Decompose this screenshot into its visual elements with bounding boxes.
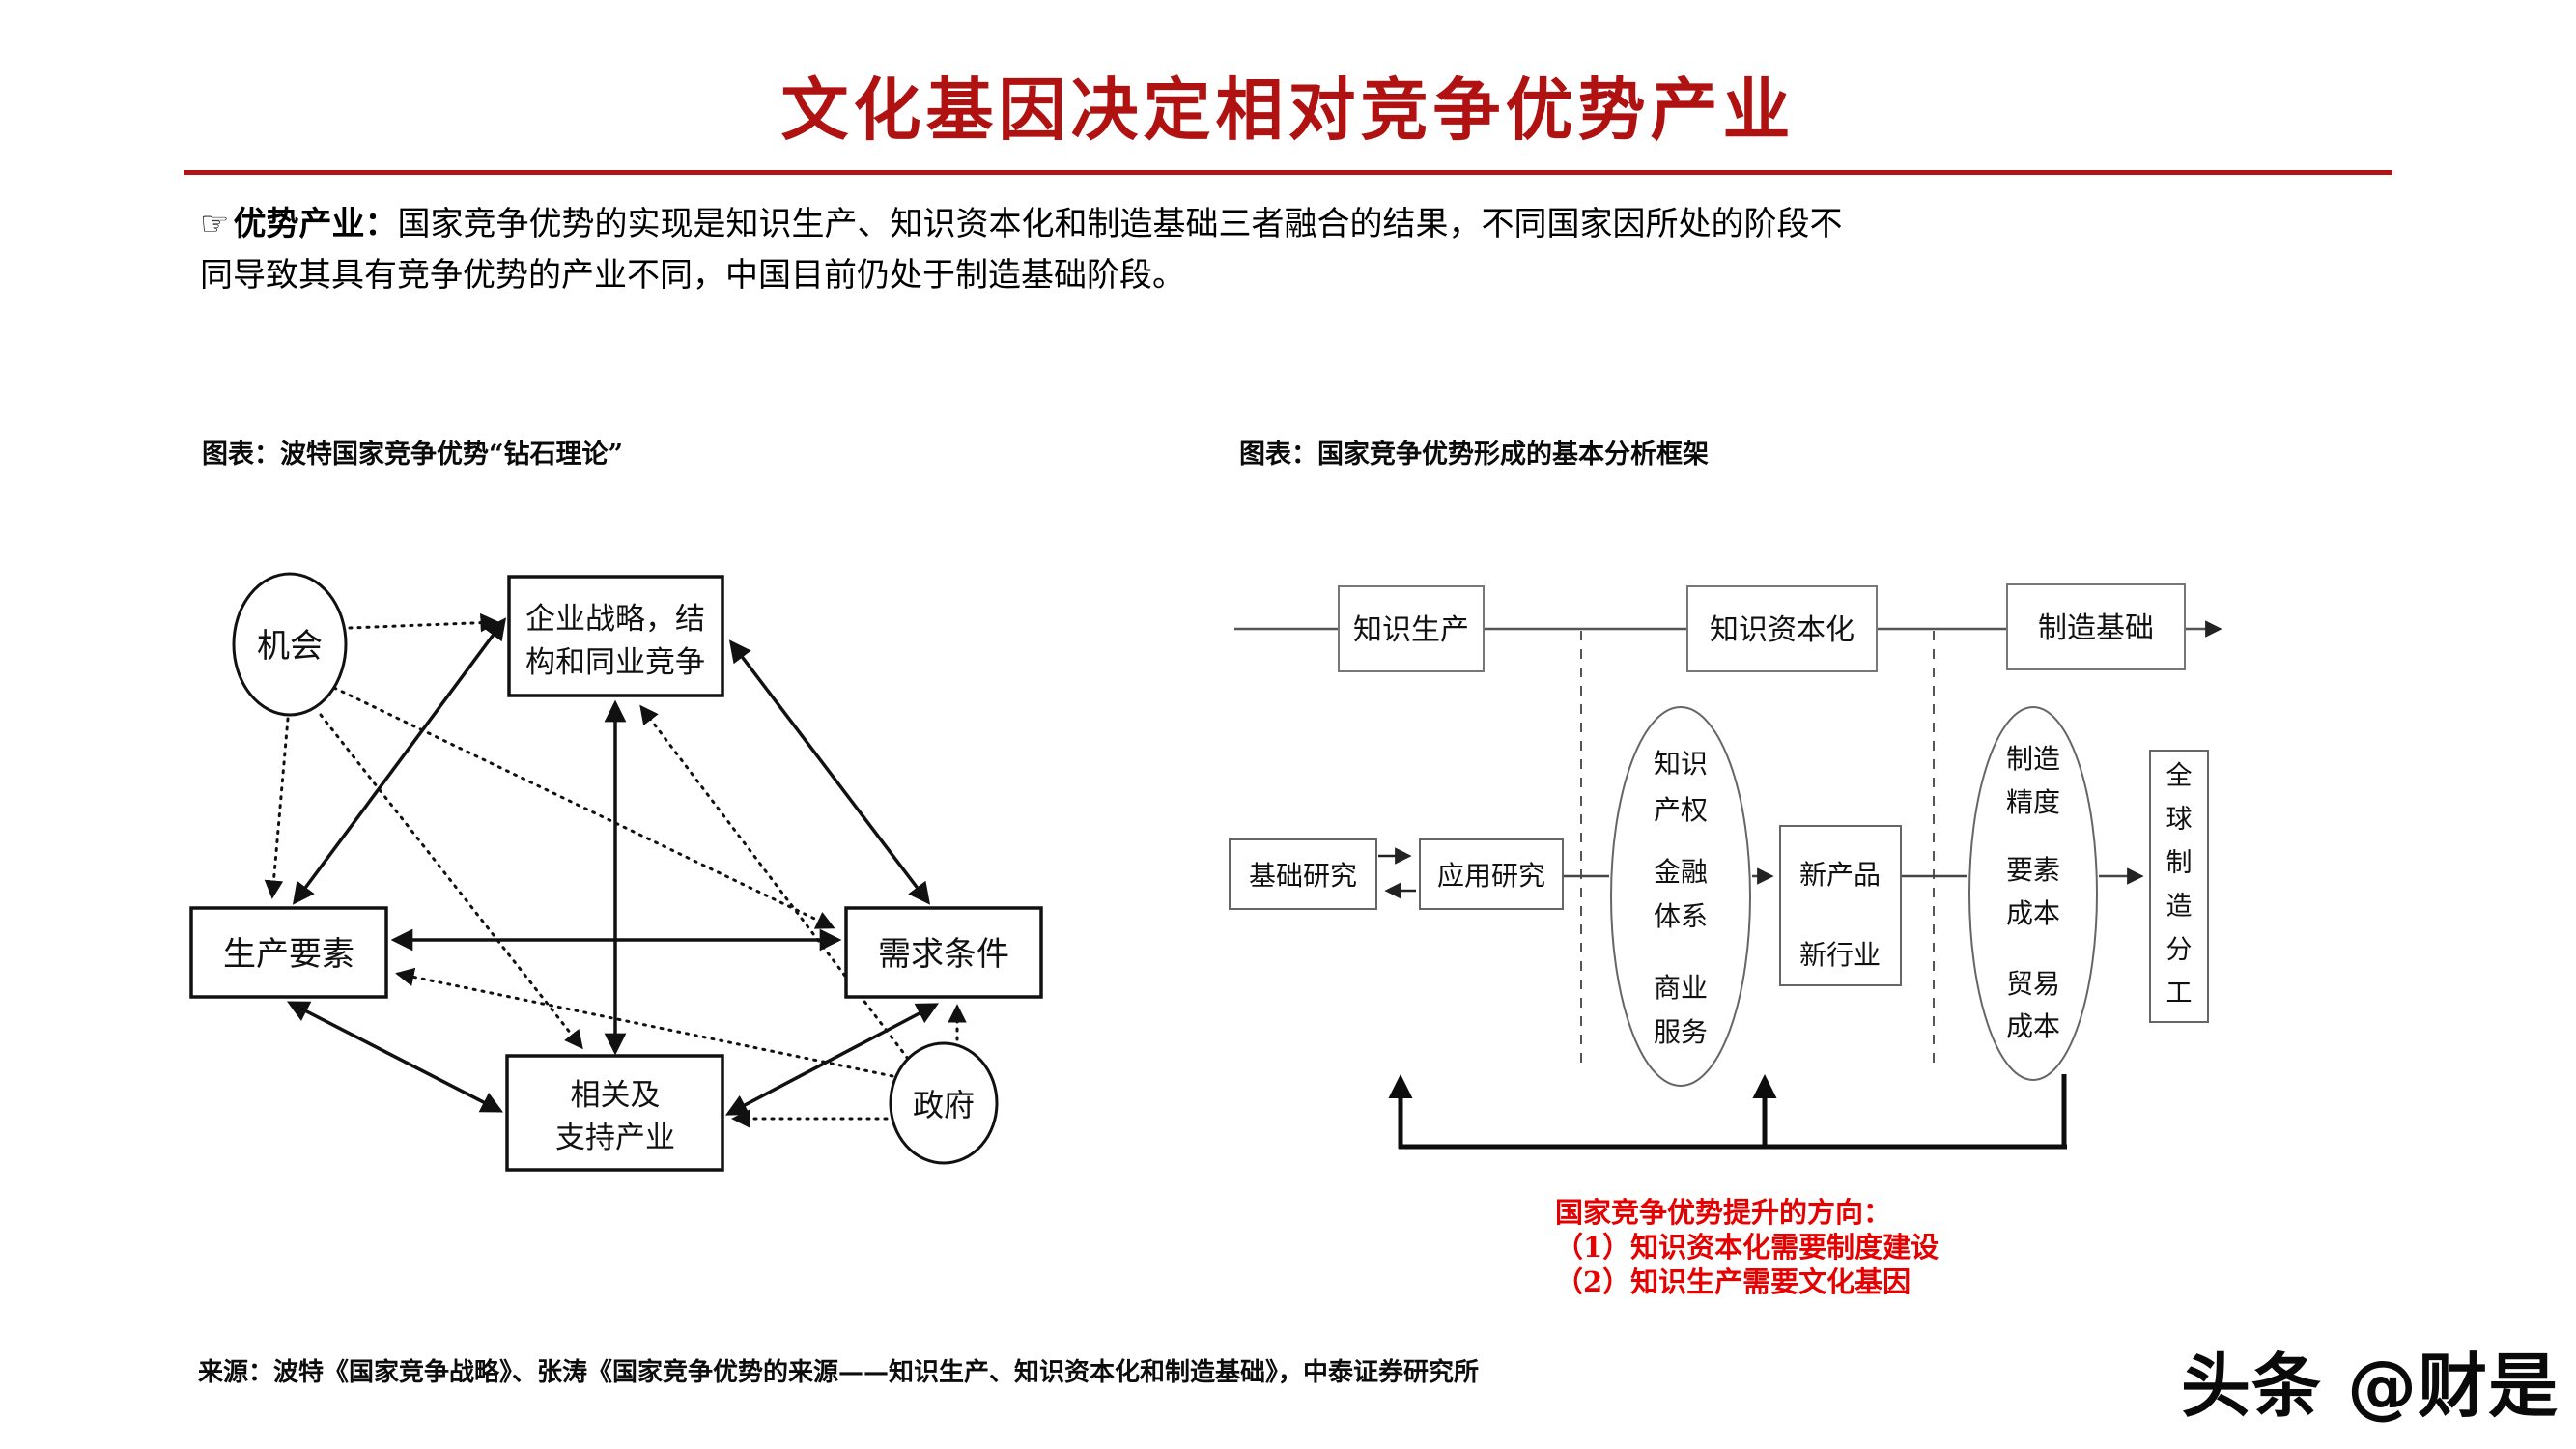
demand-conditions-node: 需求条件 <box>844 906 1043 999</box>
strategy-label-line2: 构和同业竞争 <box>525 645 705 680</box>
global-char5: 分 <box>2166 935 2193 965</box>
related-label-line2: 支持产业 <box>555 1121 675 1155</box>
strategy-label-line1: 企业战略，结 <box>525 602 705 637</box>
diamond-solid-arrows <box>286 617 940 1116</box>
intro-lead: 优势产业： <box>233 205 398 243</box>
e1-line1: 知识 <box>1654 748 1708 780</box>
basic-research-node: 基础研究 <box>1229 838 1377 910</box>
e1-line6: 服务 <box>1654 1016 1708 1048</box>
stage1-label: 知识生产 <box>1353 613 1469 647</box>
e2-line2: 精度 <box>2006 786 2060 818</box>
capitalization-ellipse-node: 知识 产权 金融 体系 商业 服务 <box>1610 706 1751 1087</box>
applied-research-label: 应用研究 <box>1437 860 1545 892</box>
e1-line5: 商业 <box>1654 972 1708 1004</box>
note-line-3: （2）知识生产需要文化基因 <box>1555 1265 1911 1298</box>
pointing-hand-icon: ☞ <box>200 205 230 243</box>
research-feedback-arrows <box>1378 847 1416 899</box>
demand-conditions-label: 需求条件 <box>878 935 1009 974</box>
e2-line6: 成本 <box>2006 1010 2060 1042</box>
page-title: 文化基因决定相对竞争优势产业 <box>780 70 1796 150</box>
note-line-1: 国家竞争优势提升的方向： <box>1555 1196 1892 1229</box>
new-industries-label: 新行业 <box>1799 939 1881 971</box>
basic-research-label: 基础研究 <box>1249 860 1357 892</box>
e2-line1: 制造 <box>2006 743 2060 775</box>
porter-diamond-diagram: 机会 企业战略，结 构和同业竞争 生产要素 需求条件 相关及 支持产业 政府 <box>189 572 1043 1172</box>
note-line-2: （1）知识资本化需要制度建设 <box>1555 1231 1939 1264</box>
stage-knowledge-capitalization: 知识资本化 <box>1686 585 1878 672</box>
stage-manufacturing-base: 制造基础 <box>2006 583 2186 670</box>
global-char1: 全 <box>2166 761 2193 791</box>
stage2-label: 知识资本化 <box>1710 613 1854 647</box>
global-char3: 制 <box>2166 848 2193 878</box>
e2-line5: 贸易 <box>2006 968 2060 1000</box>
intro-line-2: 同导致其具有竞争优势的产业不同，中国目前仍处于制造基础阶段。 <box>200 256 1185 295</box>
global-char4: 造 <box>2166 892 2193 922</box>
e2-line3: 要素 <box>2006 854 2060 886</box>
related-industries-node: 相关及 支持产业 <box>505 1054 724 1172</box>
new-products-label: 新产品 <box>1799 859 1881 891</box>
new-products-node: 新产品 新行业 <box>1779 825 1902 986</box>
left-chart-caption: 图表：波特国家竞争优势“钻石理论” <box>202 440 624 469</box>
global-char2: 球 <box>2166 805 2193 835</box>
e1-line2: 产权 <box>1654 794 1708 826</box>
global-char6: 工 <box>2166 979 2193 1009</box>
improvement-note: 国家竞争优势提升的方向： （1）知识资本化需要制度建设 （2）知识生产需要文化基… <box>1555 1195 1939 1299</box>
improvement-bracket <box>1388 1074 2067 1150</box>
government-label: 政府 <box>913 1087 975 1123</box>
title-divider <box>184 170 2392 175</box>
stage-knowledge-production: 知识生产 <box>1338 585 1485 672</box>
applied-research-node: 应用研究 <box>1419 838 1564 910</box>
chance-node: 机会 <box>232 572 348 717</box>
intro-line1-text: 国家竞争优势的实现是知识生产、知识资本化和制造基础三者融合的结果，不同国家因所处… <box>397 205 1843 243</box>
source-note: 来源：波特《国家竞争战略》、张涛《国家竞争优势的来源——知识生产、知识资本化和制… <box>198 1358 1480 1387</box>
strategy-node: 企业战略，结 构和同业竞争 <box>507 575 724 697</box>
intro-paragraph: ☞优势产业：国家竞争优势的实现是知识生产、知识资本化和制造基础三者融合的结果，不… <box>200 199 2421 301</box>
stage3-label: 制造基础 <box>2038 611 2154 645</box>
related-label-line1: 相关及 <box>571 1078 661 1113</box>
e1-line4: 体系 <box>1654 900 1708 932</box>
intro-line-1: ☞优势产业：国家竞争优势的实现是知识生产、知识资本化和制造基础三者融合的结果，不… <box>200 199 2421 250</box>
e1-line3: 金融 <box>1654 856 1708 888</box>
right-chart-caption: 图表：国家竞争优势形成的基本分析框架 <box>1239 440 1709 469</box>
factor-conditions-label: 生产要素 <box>223 935 354 974</box>
e2-line4: 成本 <box>2006 897 2060 929</box>
government-node: 政府 <box>889 1041 999 1165</box>
factor-conditions-node: 生产要素 <box>189 906 388 999</box>
global-division-node: 全 球 制 造 分 工 <box>2149 750 2209 1023</box>
manufacturing-ellipse-node: 制造 精度 要素 成本 贸易 成本 <box>1968 706 2098 1081</box>
watermark: 头条 @财是 <box>2181 1346 2560 1427</box>
framework-diagram: 知识生产 知识资本化 制造基础 基础研究 <box>1229 583 2222 1150</box>
chance-label: 机会 <box>257 627 323 666</box>
diamond-dotted-arrows <box>264 612 967 1128</box>
